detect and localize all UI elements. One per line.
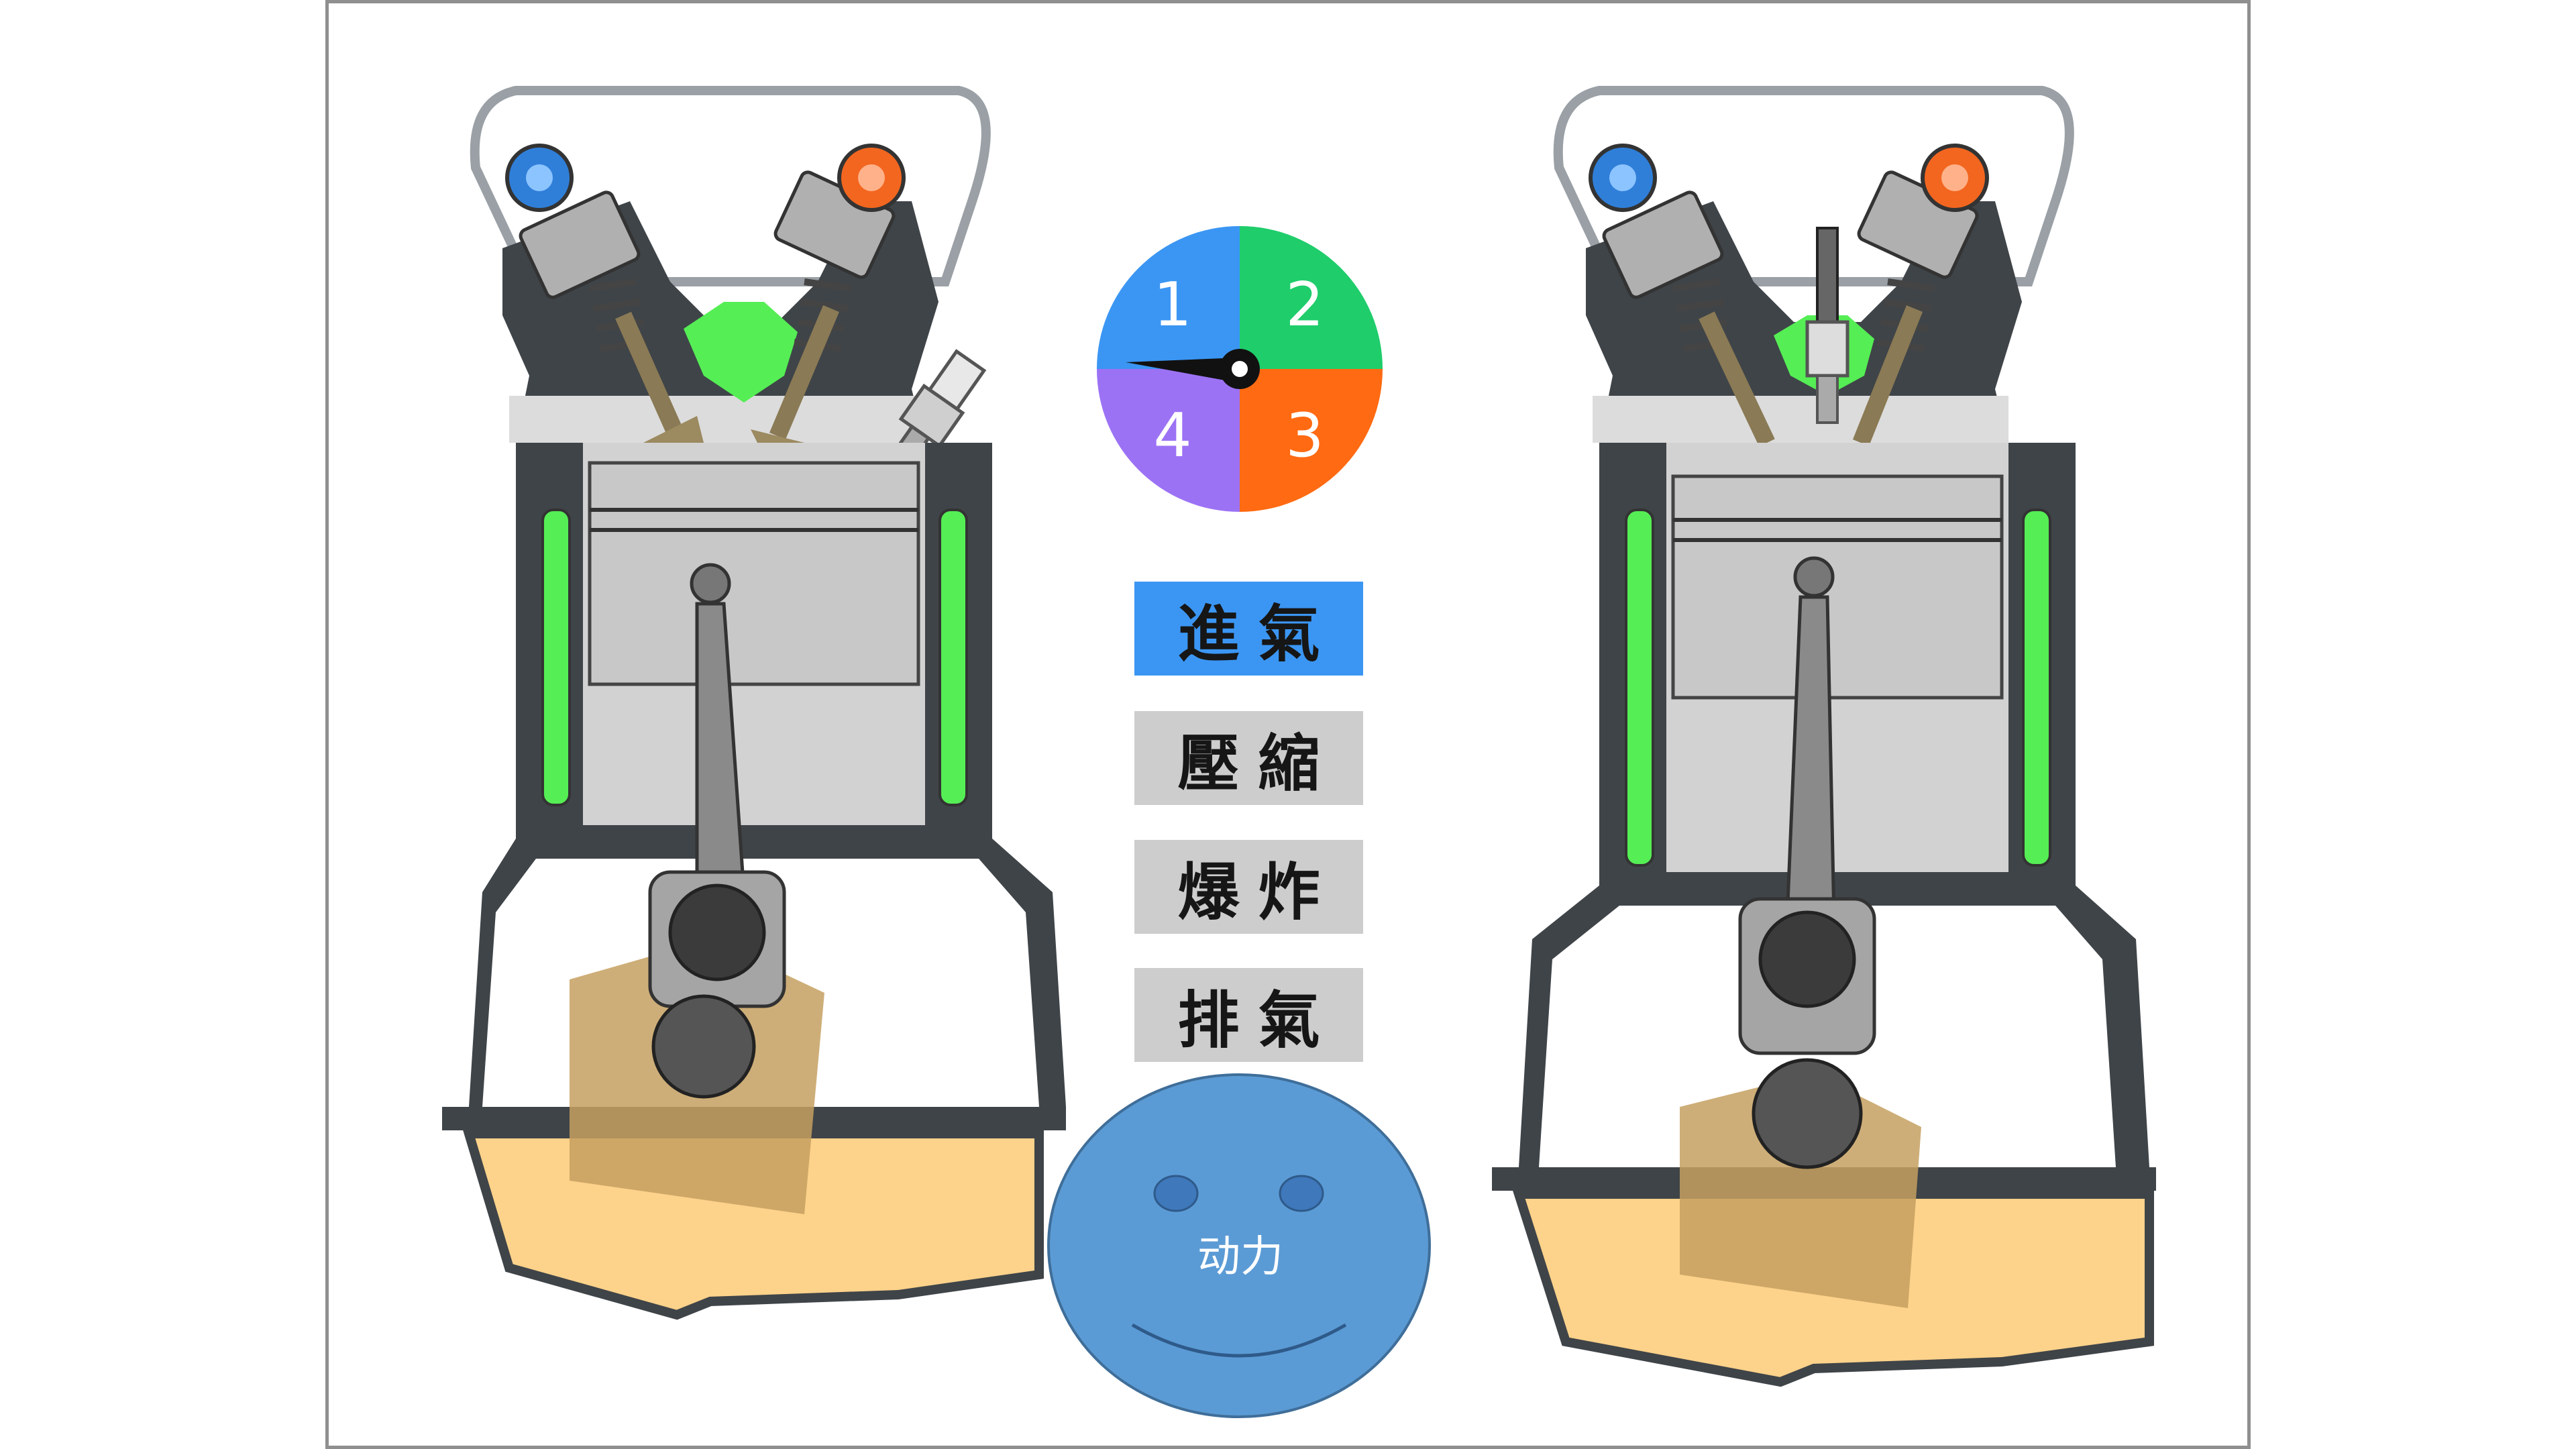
- head-gasket: [1593, 396, 2008, 443]
- dial-label-3: 3: [1285, 400, 1324, 471]
- intake-rocker: [1602, 191, 1724, 299]
- engine-cutaway-left: [442, 86, 1066, 1320]
- face-eye-right: [1279, 1175, 1324, 1212]
- wrist-pin: [690, 563, 731, 604]
- coolant-jacket-right: [938, 508, 968, 806]
- dial-label-1: 1: [1153, 270, 1191, 340]
- coolant-jacket-left: [541, 508, 571, 806]
- dial-quadrant-2: [1240, 226, 1383, 369]
- exhaust-spring: [794, 278, 852, 352]
- intake-cam-icon: [1589, 144, 1657, 212]
- face-eye-left: [1153, 1175, 1199, 1212]
- exhaust-cam-icon: [1921, 144, 1989, 212]
- exhaust-cam-icon: [837, 144, 906, 212]
- crank-counterweight: [651, 994, 756, 1099]
- intake-valve-stem: [1699, 311, 1775, 447]
- crank-pin: [1758, 910, 1856, 1008]
- dial-quadrant-1: [1097, 226, 1240, 369]
- intake-cam-icon: [505, 144, 574, 212]
- intake-spring: [1672, 278, 1731, 352]
- power-smiley-face: [1047, 1073, 1431, 1418]
- dial-label-2: 2: [1285, 270, 1324, 340]
- intake-valve-head: [643, 416, 704, 443]
- intake-valve-stem: [615, 311, 685, 440]
- face-label: 动力: [1197, 1232, 1283, 1282]
- exhaust-valve-stem: [1852, 305, 1923, 446]
- wrist-pin: [1793, 556, 1835, 598]
- intake-spring: [589, 278, 647, 352]
- stroke-dial: 1 2 3 4: [1097, 226, 1383, 512]
- stroke-label-combustion: 爆炸: [1134, 840, 1363, 934]
- combustion-chamber: [684, 302, 798, 402]
- piston: [588, 461, 920, 686]
- engine-cutaway-right: [1492, 86, 2156, 1387]
- dial-quadrant-4: [1097, 369, 1240, 512]
- coolant-jacket-right: [2022, 508, 2051, 867]
- intake-rocker: [519, 191, 641, 299]
- dial-needle: [1126, 358, 1240, 383]
- crank-web: [1680, 1073, 1921, 1308]
- crank-counterweight: [1752, 1058, 1863, 1169]
- dial-quadrant-3: [1240, 369, 1383, 512]
- head-gasket: [509, 396, 925, 443]
- exhaust-spring: [1877, 278, 1935, 352]
- exhaust-valve-stem: [769, 305, 839, 440]
- stroke-label-exhaust: 排氣: [1134, 968, 1363, 1062]
- coolant-jacket-left: [1625, 508, 1654, 867]
- stroke-label-compression: 壓縮: [1134, 711, 1363, 805]
- crank-pin: [668, 883, 766, 981]
- face-mouth: [1131, 1323, 1347, 1358]
- spark-plug-icon: [1805, 227, 1849, 424]
- dial-label-4: 4: [1153, 400, 1191, 471]
- piston: [1671, 474, 2004, 700]
- dial-hub-center: [1232, 361, 1248, 377]
- stroke-label-intake: 進氣: [1134, 582, 1363, 676]
